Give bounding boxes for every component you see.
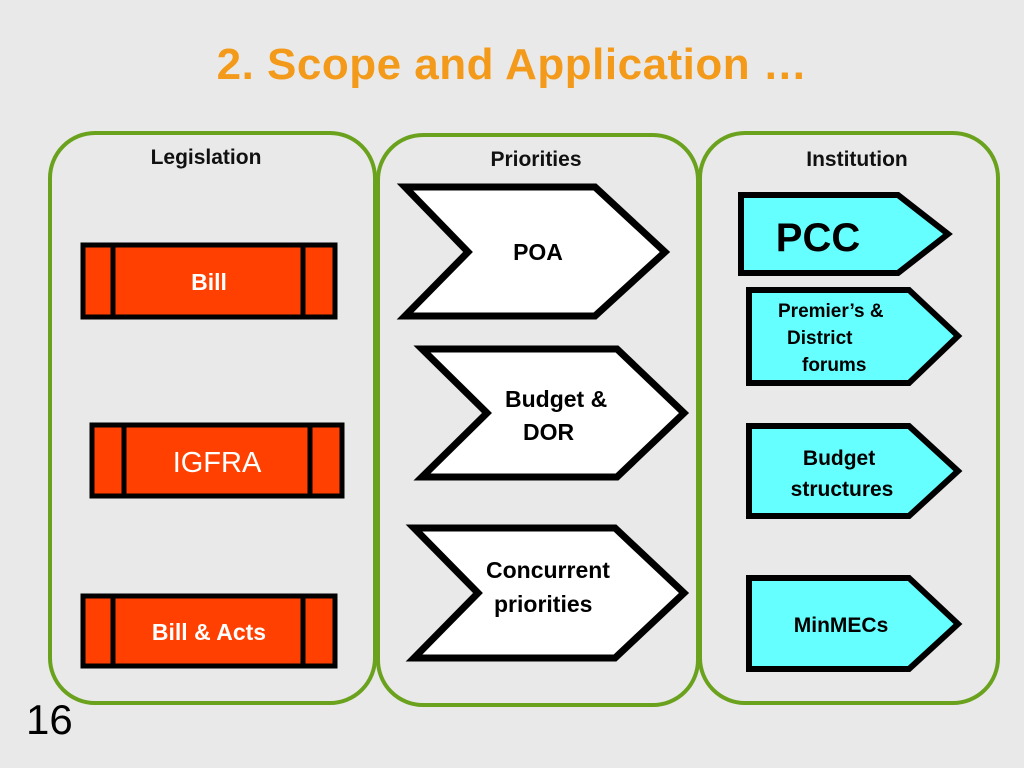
minmecs-arrow: MinMECs [746,575,963,672]
bill-label: Bill [191,269,227,295]
institution-panel [698,131,1000,705]
budget-structures-arrow: Budget structures [746,423,963,519]
pcc-arrow: PCC [738,192,953,276]
poa-label: POA [513,239,563,265]
concurrent-priorities-label: Concurrent priorities [486,557,616,617]
minmecs-label: MinMECs [794,614,889,637]
igfra-label: IGFRA [173,447,262,479]
pcc-label: PCC [776,216,860,260]
budget-structures-label: Budget structures [791,447,894,501]
budget-dor-chevron: Budget & DOR [413,345,690,481]
legislation-heading: Legislation [151,146,262,169]
concurrent-priorities-chevron: Concurrent priorities [405,524,690,662]
legislation-panel [48,131,377,705]
bill-and-acts-box: Bill & Acts [80,593,338,669]
premiers-district-forums-label: Premier’s & District forums [778,301,889,376]
slide-number: 16 [26,696,73,743]
institution-heading: Institution [806,148,907,171]
bill-and-acts-label: Bill & Acts [152,619,266,645]
budget-dor-label: Budget & DOR [505,386,614,445]
slide-title: 2. Scope and Application … [216,40,808,89]
bill-box: Bill [80,242,338,320]
priorities-heading: Priorities [490,148,581,171]
poa-chevron: POA [396,183,671,320]
premiers-district-forums-arrow: Premier’s & District forums [746,287,963,386]
igfra-box: IGFRA [89,422,345,499]
